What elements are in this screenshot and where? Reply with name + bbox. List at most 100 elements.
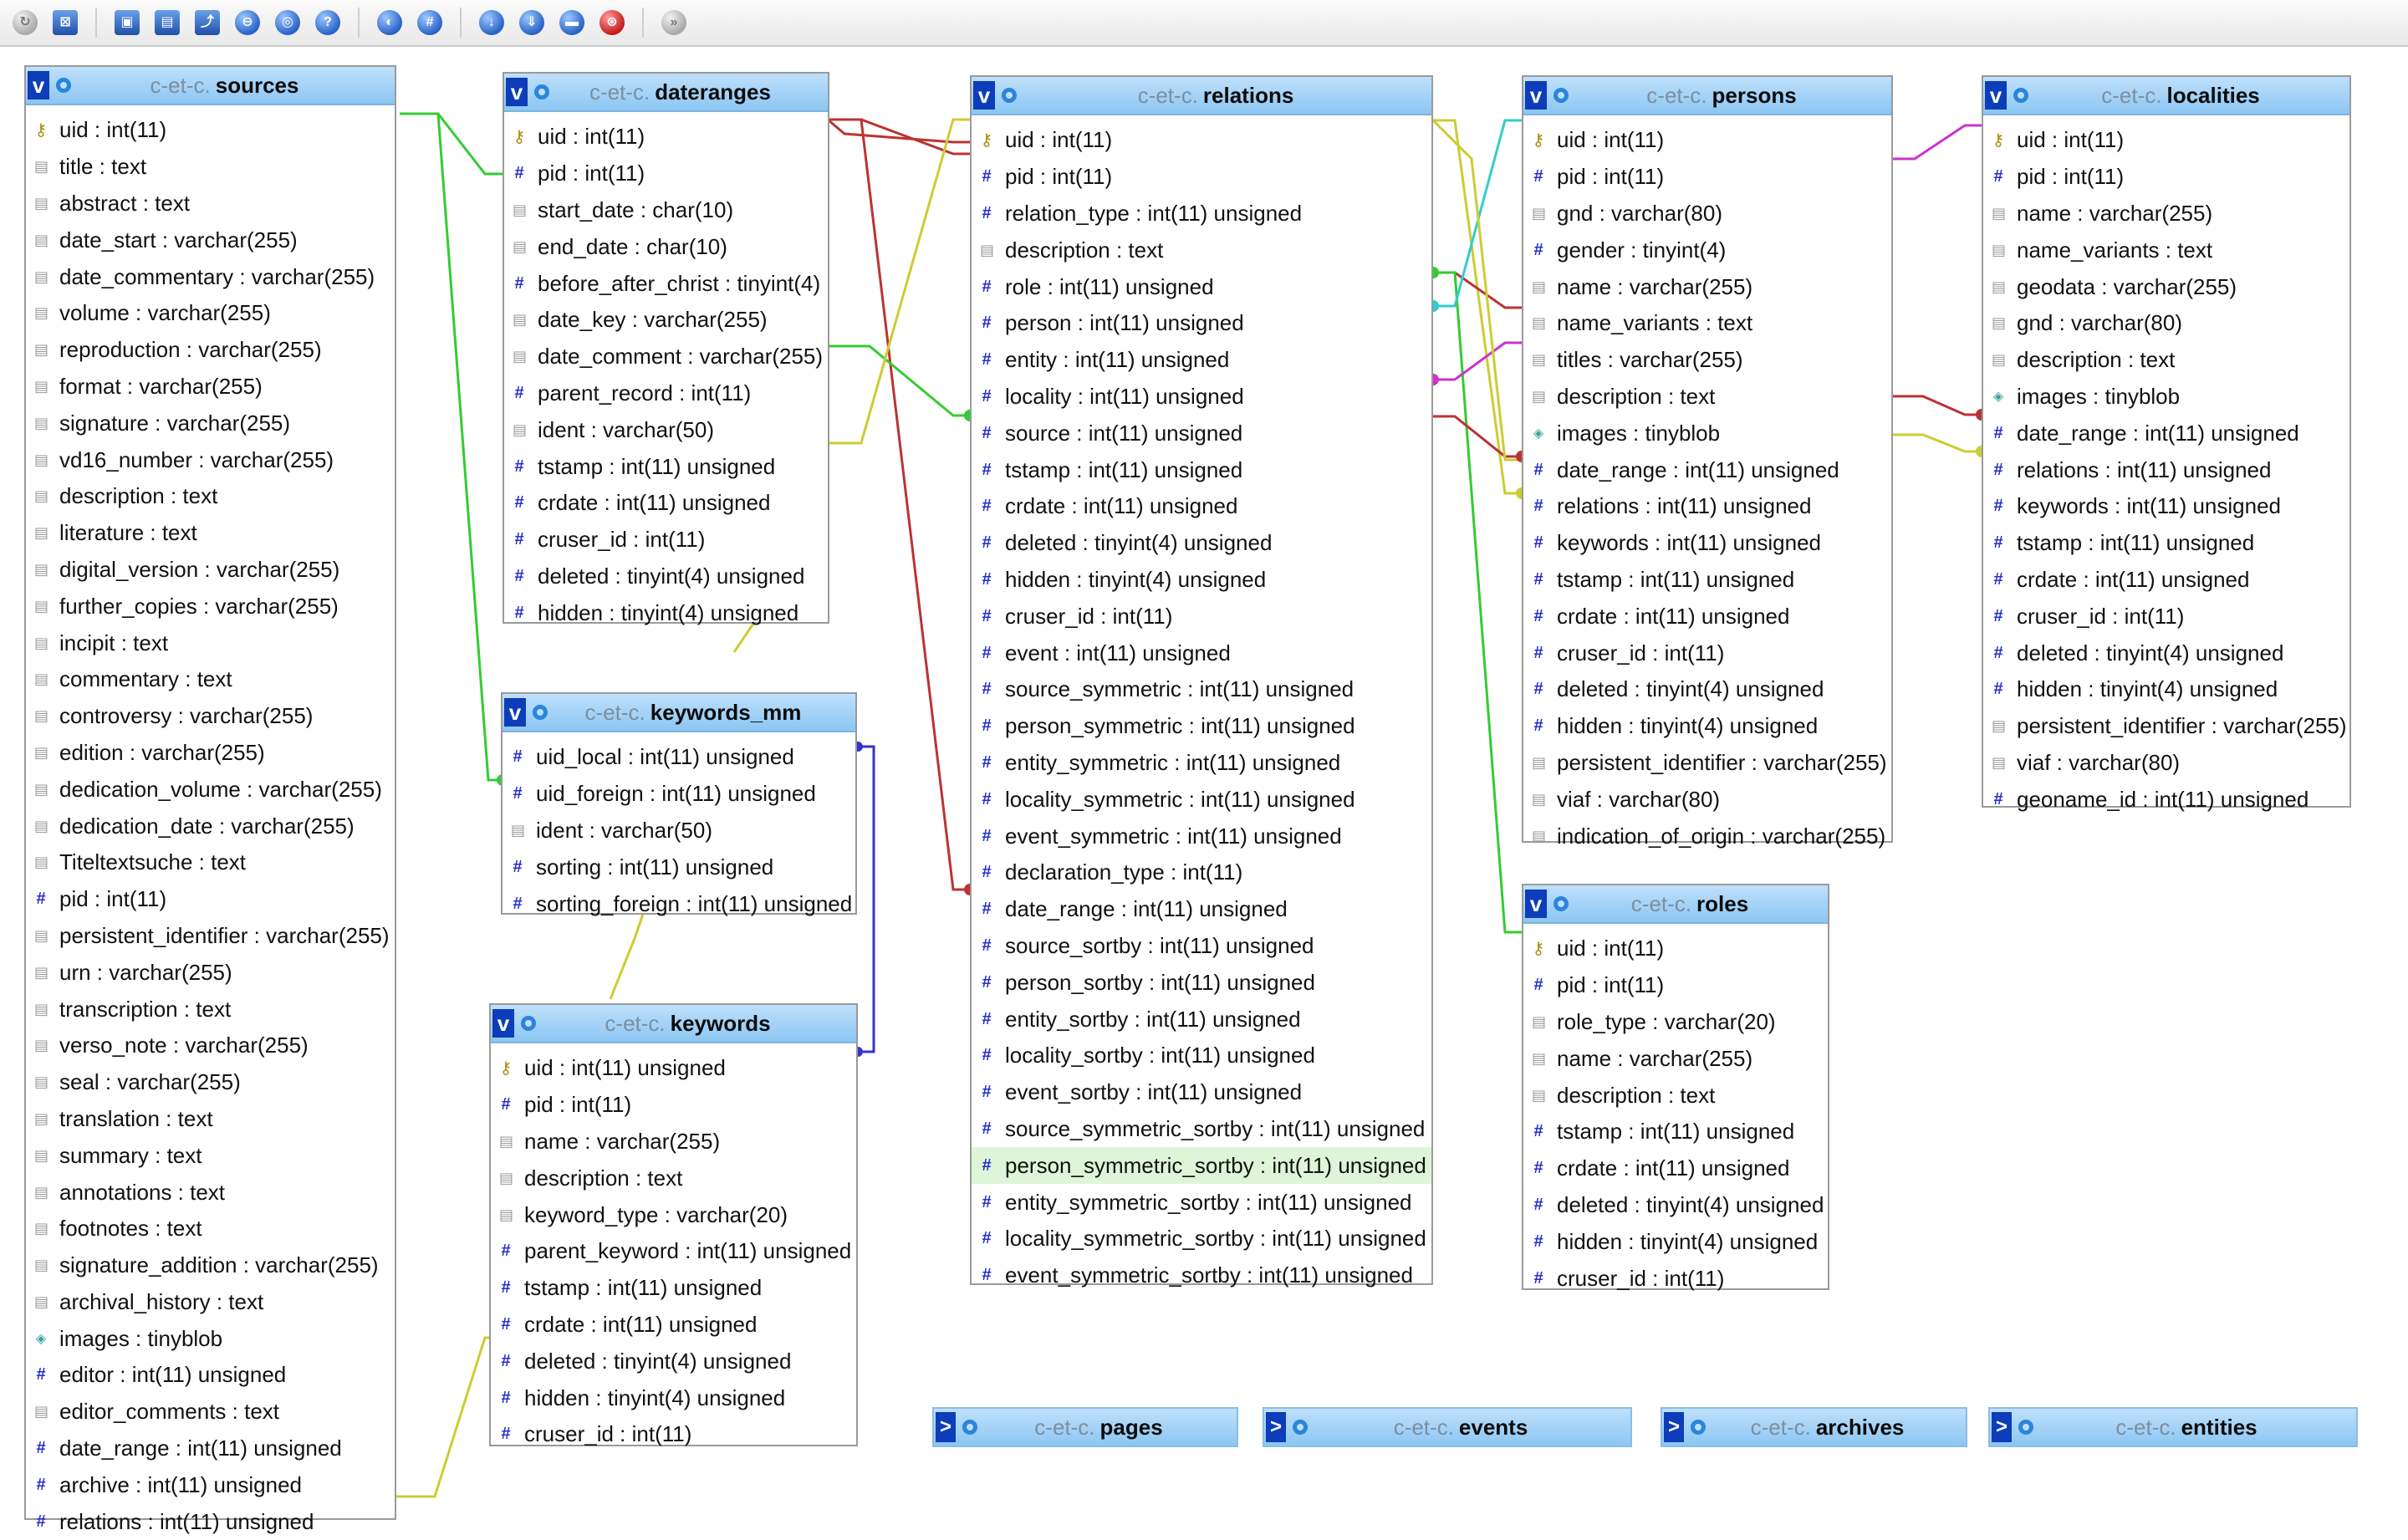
column-row[interactable]: #entity : int(11) unsigned bbox=[972, 342, 1431, 379]
column-row[interactable]: #source_symmetric_sortby : int(11) unsig… bbox=[972, 1111, 1431, 1148]
column-row[interactable]: #pid : int(11) bbox=[1983, 159, 2349, 196]
pdf-button[interactable]: ⊛ bbox=[594, 4, 630, 41]
column-row[interactable]: ▤seal : varchar(255) bbox=[26, 1064, 395, 1101]
column-row[interactable]: ▤urn : varchar(255) bbox=[26, 954, 395, 991]
column-row[interactable]: #pid : int(11) bbox=[1523, 967, 1828, 1004]
column-row[interactable]: ▤translation : text bbox=[26, 1101, 395, 1138]
fit-screen-button[interactable]: ⊠ bbox=[47, 4, 84, 41]
column-row[interactable]: ▤date_start : varchar(255) bbox=[26, 222, 395, 258]
column-row[interactable]: #editor : int(11) unsigned bbox=[26, 1357, 395, 1394]
column-row[interactable]: #tstamp : int(11) unsigned bbox=[972, 451, 1431, 488]
gear-icon[interactable] bbox=[1691, 1420, 1706, 1435]
column-row[interactable]: ▤vd16_number : varchar(255) bbox=[26, 441, 395, 478]
column-row[interactable]: #locality_sortby : int(11) unsigned bbox=[972, 1038, 1431, 1074]
collapse-table-button[interactable]: v bbox=[1525, 890, 1547, 918]
column-row[interactable]: ▤keyword_type : varchar(20) bbox=[491, 1196, 856, 1233]
expand-table-button[interactable]: > bbox=[1664, 1412, 1684, 1442]
save-button[interactable]: ▣ bbox=[109, 4, 145, 41]
column-row[interactable]: #deleted : tinyint(4) unsigned bbox=[1983, 635, 2349, 671]
column-row[interactable]: ▤end_date : char(10) bbox=[504, 228, 828, 265]
column-row[interactable]: #archive : int(11) unsigned bbox=[26, 1466, 395, 1503]
column-row[interactable]: ▤viaf : varchar(80) bbox=[1523, 781, 1891, 818]
table-archives-collapsed[interactable]: >c-et-c.archives bbox=[1661, 1407, 1967, 1447]
column-row[interactable]: ▤persistent_identifier : varchar(255) bbox=[26, 918, 395, 955]
table-events-collapsed[interactable]: >c-et-c.events bbox=[1263, 1407, 1632, 1447]
column-row[interactable]: ▤description : text bbox=[1983, 342, 2349, 379]
next-button[interactable]: » bbox=[656, 4, 692, 41]
column-row[interactable]: ▤indication_of_origin : varchar(255) bbox=[1523, 818, 1891, 854]
column-row[interactable]: ▤description : text bbox=[972, 232, 1431, 268]
column-row[interactable]: ▤ident : varchar(50) bbox=[503, 813, 855, 849]
column-row[interactable]: #person_sortby : int(11) unsigned bbox=[972, 964, 1431, 1001]
column-row[interactable]: ▤signature_addition : varchar(255) bbox=[26, 1247, 395, 1284]
column-row[interactable]: #pid : int(11) bbox=[972, 159, 1431, 196]
gear-icon[interactable] bbox=[2018, 1420, 2033, 1435]
column-row[interactable]: ▤incipit : text bbox=[26, 625, 395, 661]
move-down-button[interactable]: ↓ bbox=[473, 4, 510, 41]
column-row[interactable]: #source : int(11) unsigned bbox=[972, 415, 1431, 451]
column-row[interactable]: #geoname_id : int(11) unsigned bbox=[1983, 781, 2349, 818]
column-row[interactable]: ⚷uid : int(11) unsigned bbox=[491, 1050, 856, 1087]
column-row[interactable]: #relations : int(11) unsigned bbox=[26, 1503, 395, 1540]
column-row[interactable]: ⚷uid : int(11) bbox=[972, 122, 1431, 159]
column-row[interactable]: #source_symmetric : int(11) unsigned bbox=[972, 671, 1431, 708]
column-row[interactable]: #relations : int(11) unsigned bbox=[1983, 451, 2349, 488]
column-row[interactable]: ▤editor_comments : text bbox=[26, 1394, 395, 1430]
table-entities-collapsed[interactable]: >c-et-c.entities bbox=[1988, 1407, 2358, 1447]
column-row[interactable]: ▤controversy : varchar(255) bbox=[26, 698, 395, 735]
expand-table-button[interactable]: > bbox=[936, 1412, 956, 1442]
column-row[interactable]: ▤abstract : text bbox=[26, 186, 395, 222]
column-row[interactable]: ▤edition : varchar(255) bbox=[26, 735, 395, 772]
export-button[interactable]: ▬ bbox=[554, 4, 590, 41]
expand-table-button[interactable]: > bbox=[1266, 1412, 1286, 1442]
column-row[interactable]: #person_symmetric_sortby : int(11) unsig… bbox=[972, 1147, 1431, 1185]
toggle-relations-button[interactable]: ⊖ bbox=[229, 4, 266, 41]
column-row[interactable]: ◈images : tinyblob bbox=[1983, 379, 2349, 416]
column-row[interactable]: #tstamp : int(11) unsigned bbox=[1983, 525, 2349, 562]
column-row[interactable]: ▤name : varchar(255) bbox=[1523, 1040, 1828, 1077]
column-row[interactable]: ▤digital_version : varchar(255) bbox=[26, 552, 395, 589]
column-row[interactable]: #date_range : int(11) unsigned bbox=[1523, 451, 1891, 488]
column-row[interactable]: #entity_symmetric : int(11) unsigned bbox=[972, 745, 1431, 782]
column-row[interactable]: #hidden : tinyint(4) unsigned bbox=[491, 1379, 856, 1416]
column-row[interactable]: ▤gnd : varchar(80) bbox=[1523, 196, 1891, 232]
column-row[interactable]: ▤signature : varchar(255) bbox=[26, 405, 395, 441]
collapse-table-button[interactable]: v bbox=[504, 698, 526, 727]
column-row[interactable]: ▤volume : varchar(255) bbox=[26, 295, 395, 332]
table-pages-collapsed[interactable]: >c-et-c.pages bbox=[932, 1407, 1238, 1447]
column-row[interactable]: ▤persistent_identifier : varchar(255) bbox=[1523, 745, 1891, 782]
column-row[interactable]: ▤name_variants : text bbox=[1523, 305, 1891, 342]
column-row[interactable]: ▤description : text bbox=[491, 1160, 856, 1196]
column-row[interactable]: #cruser_id : int(11) bbox=[972, 598, 1431, 635]
column-row[interactable]: #gender : tinyint(4) bbox=[1523, 232, 1891, 268]
column-row[interactable]: #deleted : tinyint(4) unsigned bbox=[1523, 671, 1891, 708]
gear-icon[interactable] bbox=[534, 84, 549, 99]
column-row[interactable]: ▤date_key : varchar(255) bbox=[504, 302, 828, 339]
table-button[interactable]: ▤ bbox=[149, 4, 186, 41]
column-row[interactable]: #cruser_id : int(11) bbox=[1523, 635, 1891, 671]
column-row[interactable]: #relations : int(11) unsigned bbox=[1523, 488, 1891, 525]
column-row[interactable]: ▤dedication_volume : varchar(255) bbox=[26, 771, 395, 808]
column-row[interactable]: #tstamp : int(11) unsigned bbox=[491, 1270, 856, 1307]
gear-icon[interactable] bbox=[1553, 88, 1569, 103]
column-row[interactable]: #sorting_foreign : int(11) unsigned bbox=[503, 885, 855, 922]
column-row[interactable]: ▤role_type : varchar(20) bbox=[1523, 1004, 1828, 1041]
column-row[interactable]: #deleted : tinyint(4) unsigned bbox=[972, 525, 1431, 562]
column-row[interactable]: #entity_symmetric_sortby : int(11) unsig… bbox=[972, 1184, 1431, 1221]
angular-links-button[interactable]: ◐ bbox=[371, 4, 408, 41]
column-row[interactable]: ▤viaf : varchar(80) bbox=[1983, 745, 2349, 782]
column-row[interactable]: ⚷uid : int(11) bbox=[1983, 122, 2349, 159]
column-row[interactable]: #parent_keyword : int(11) unsigned bbox=[491, 1233, 856, 1270]
column-row[interactable]: #deleted : tinyint(4) unsigned bbox=[1523, 1187, 1828, 1224]
column-row[interactable]: #event_symmetric_sortby : int(11) unsign… bbox=[972, 1257, 1431, 1294]
column-row[interactable]: ▤date_commentary : varchar(255) bbox=[26, 258, 395, 295]
